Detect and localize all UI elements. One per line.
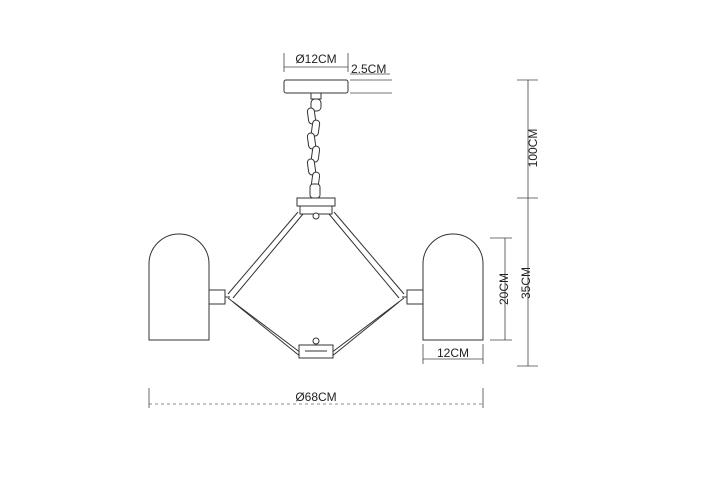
body-height-label: 35CM <box>519 267 533 299</box>
diamond-frame <box>227 197 405 359</box>
right-lamp-shade <box>402 233 484 341</box>
canopy-diameter-dimension: Ø12CM <box>283 52 349 72</box>
overall-diameter-label: Ø68CM <box>295 390 336 404</box>
shade-width-dimension: 12CM <box>422 344 484 364</box>
overall-diameter-dimension: Ø68CM <box>148 388 484 408</box>
chain-length-label: 100CM <box>526 129 540 168</box>
canopy-diameter-label: Ø12CM <box>295 52 336 66</box>
shade-width-label: 12CM <box>437 346 469 360</box>
canopy-height-dimension: 2.5CM <box>350 62 392 94</box>
body-height-dimension: 35CM <box>517 198 538 367</box>
hanging-chain <box>306 98 322 199</box>
shade-height-label: 20CM <box>497 273 511 305</box>
shade-height-dimension: 20CM <box>490 237 512 341</box>
left-lamp-shade <box>148 233 230 341</box>
canopy-height-label: 2.5CM <box>351 62 386 76</box>
chain-length-dimension: 100CM <box>517 79 540 199</box>
ceiling-canopy <box>283 79 349 100</box>
